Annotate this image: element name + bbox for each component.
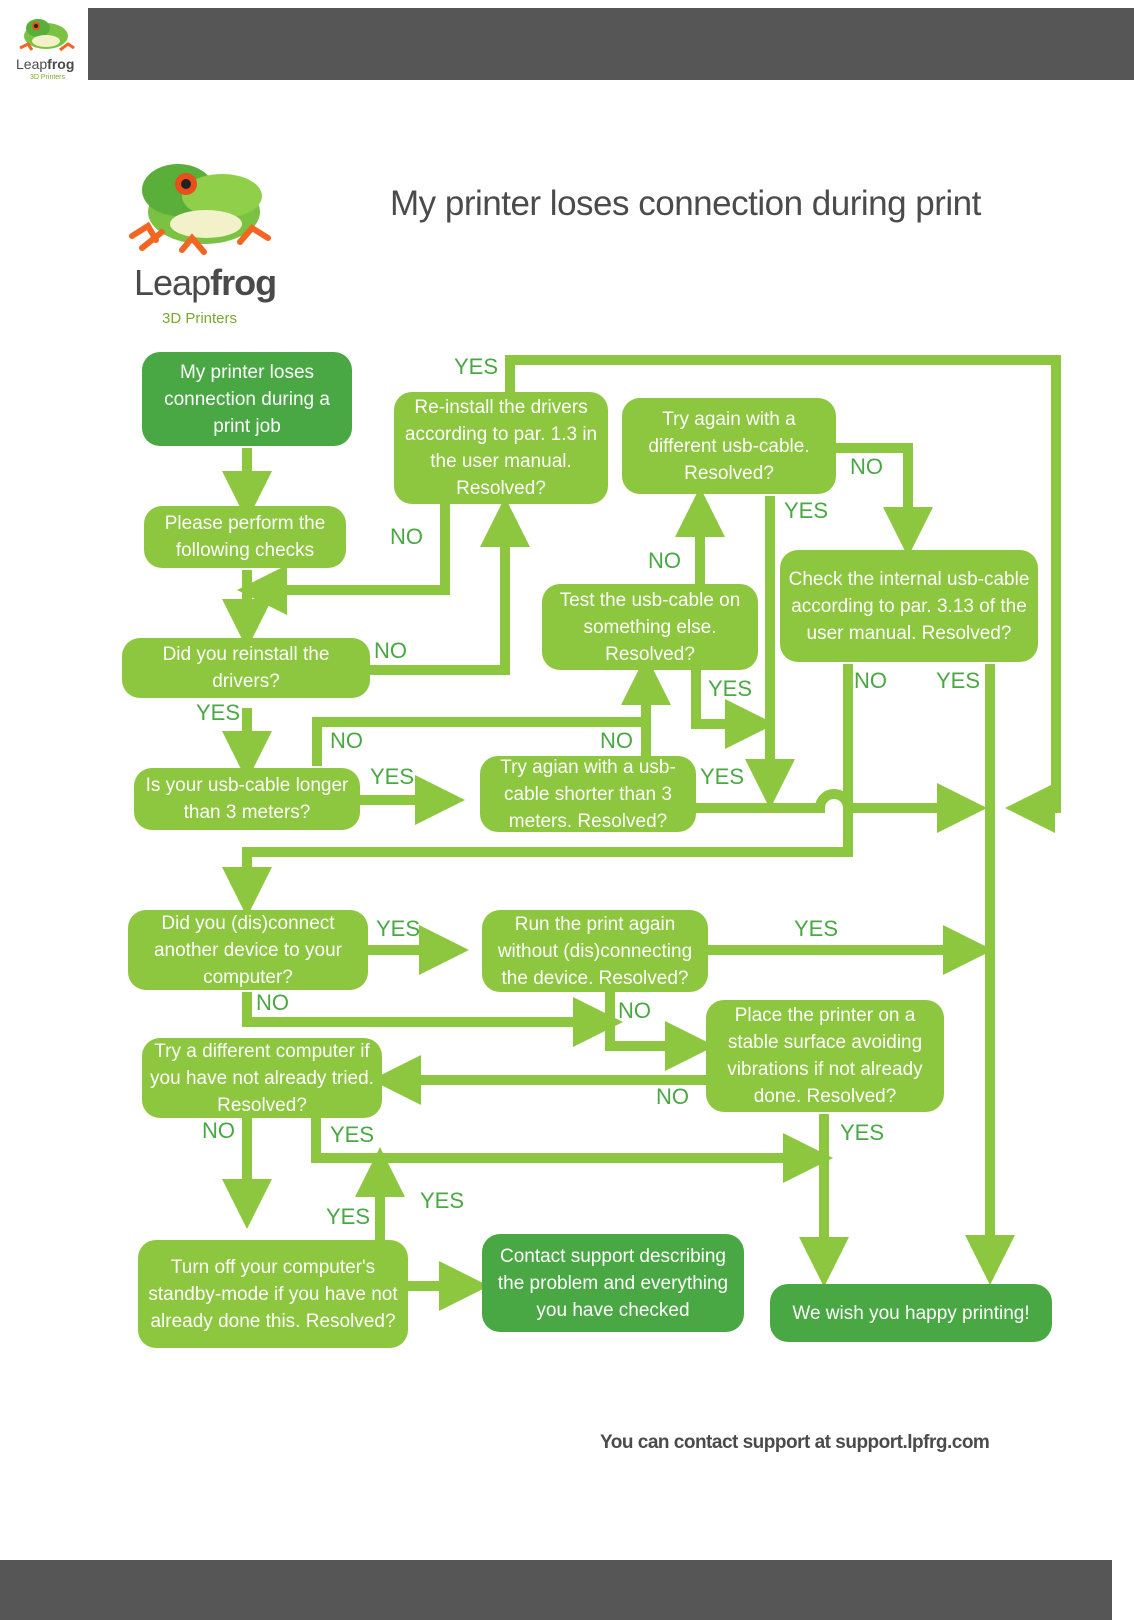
node-reinstall-drivers: Re-install the drivers according to par.… <box>394 392 608 504</box>
logo-word-light: Leap <box>134 262 211 303</box>
support-contact: You can contact support at support.lpfrg… <box>600 1432 990 1453</box>
node-run-again: Run the print again without (dis)connect… <box>482 910 708 992</box>
arrow-run-no <box>605 992 715 1071</box>
arrow-long-no <box>312 655 671 766</box>
header-logo-word-light: Leap <box>16 56 48 72</box>
arrow-test-yes <box>691 668 775 749</box>
label-yes: YES <box>708 676 753 701</box>
logo-word-bold: frog <box>210 262 277 303</box>
label-no: NO <box>854 668 887 693</box>
header-logo: Leapfrog 3D Printers <box>8 8 84 86</box>
header-logo-sub: 3D Printers <box>30 74 66 81</box>
label-no: NO <box>648 548 681 573</box>
label-no: NO <box>656 1084 689 1109</box>
arrow-shorter-yes <box>696 783 987 833</box>
label-yes: YES <box>784 498 829 523</box>
node-contact: Contact support describing the problem a… <box>482 1234 744 1332</box>
label-yes: YES <box>840 1120 885 1145</box>
label-yes: YES <box>370 764 415 789</box>
label-yes: YES <box>326 1204 371 1229</box>
label-no: NO <box>600 728 633 753</box>
label-no: NO <box>390 524 423 549</box>
node-happy: We wish you happy printing! <box>770 1284 1052 1342</box>
label-no: NO <box>374 638 407 663</box>
label-yes: YES <box>454 354 499 379</box>
node-cable-long: Is your usb-cable longer than 3 meters? <box>134 768 360 830</box>
arrow-reinstall-no <box>237 500 450 615</box>
label-yes: YES <box>700 764 745 789</box>
brand-logo: Leapfrog 3D Printers <box>122 152 282 332</box>
node-test-cable: Test the usb-cable on something else. Re… <box>542 584 758 670</box>
label-yes: YES <box>376 916 421 941</box>
label-no: NO <box>256 990 289 1015</box>
node-diff-computer: Try a different computer if you have not… <box>142 1038 382 1118</box>
arrow-device-no <box>242 992 623 1047</box>
label-yes: YES <box>196 700 241 725</box>
logo-sub: 3D Printers <box>162 310 238 327</box>
label-yes: YES <box>420 1188 465 1213</box>
arrow-computer-yes <box>311 1116 833 1183</box>
node-standby: Turn off your computer's standby-mode if… <box>138 1240 408 1348</box>
node-checks: Please perform the following checks <box>144 506 346 568</box>
node-other-device: Did you (dis)connect another device to y… <box>128 910 368 990</box>
node-reinstalled: Did you reinstall the drivers? <box>122 638 370 698</box>
header-bar <box>88 8 1134 80</box>
footer-bar <box>0 1560 1112 1620</box>
arrow-reinstall-yes <box>505 355 1061 833</box>
node-try-cable: Try again with a different usb-cable. Re… <box>622 398 836 494</box>
label-yes: YES <box>794 916 839 941</box>
node-start: My printer loses connection during a pri… <box>142 352 352 446</box>
header-logo-word-bold: frog <box>47 56 75 72</box>
label-no: NO <box>618 998 651 1023</box>
arrow-internal-no <box>222 664 853 917</box>
arrow-try-no <box>836 443 933 557</box>
frog-icon <box>129 164 271 255</box>
node-internal-cable: Check the internal usb-cable according t… <box>780 550 1038 662</box>
node-shorter-cable: Try agian with a usb-cable shorter than … <box>480 756 696 832</box>
node-stable-surface: Place the printer on a stable surface av… <box>706 1000 944 1112</box>
label-no: NO <box>202 1118 235 1143</box>
label-yes: YES <box>330 1122 375 1147</box>
label-yes: YES <box>936 668 981 693</box>
label-no: NO <box>330 728 363 753</box>
page-title: My printer loses connection during print <box>390 184 981 223</box>
label-no: NO <box>850 454 883 479</box>
arrow-reinstalled-no <box>370 497 530 675</box>
frog-icon <box>19 19 75 52</box>
